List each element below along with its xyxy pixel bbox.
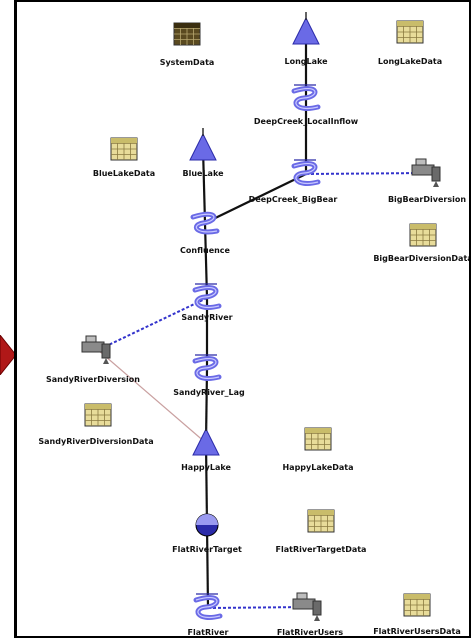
reservoir-icon[interactable]	[189, 128, 217, 161]
node-happy-lake[interactable]: HappyLake	[181, 423, 231, 472]
node-flat-river[interactable]: FlatRiver	[188, 593, 229, 637]
node-system-data[interactable]: SystemData	[160, 22, 215, 67]
diversion-icon[interactable]	[292, 592, 322, 621]
link-sandy-river-diversion-to-happy-lake[interactable]	[97, 349, 207, 444]
node-label: FlatRiverUsers	[277, 628, 344, 637]
node-blue-lake[interactable]: BlueLake	[183, 128, 225, 178]
reach-icon[interactable]	[190, 211, 220, 235]
node-label: SandyRiver	[181, 313, 232, 322]
data-table-icon[interactable]	[409, 223, 437, 247]
link-flat-river-to-flat-river-users[interactable]	[207, 606, 310, 609]
diversion-icon[interactable]	[411, 158, 441, 187]
reservoir-icon[interactable]	[292, 12, 320, 45]
node-long-lake-data[interactable]: LongLakeData	[378, 20, 442, 66]
node-sandy-river-lag[interactable]: SandyRiver_Lag	[173, 354, 245, 397]
node-confluence[interactable]: Confluence	[180, 211, 231, 255]
node-label: BigBearDiversion	[388, 195, 466, 204]
data-table-icon[interactable]	[403, 593, 431, 617]
node-label: FlatRiverTarget	[172, 545, 242, 554]
link-sandy-river-to-sandy-river-diversion[interactable]	[97, 297, 208, 351]
node-label: Confluence	[180, 246, 231, 255]
link-deep-creek-big-bear-to-confluence[interactable]	[204, 173, 307, 224]
node-label: BlueLake	[183, 169, 225, 178]
data-table-icon[interactable]	[84, 403, 112, 427]
node-flat-river-target[interactable]: FlatRiverTarget	[172, 508, 242, 554]
diversion-icon[interactable]	[81, 335, 111, 364]
node-deep-creek-big-bear[interactable]: DeepCreek_BigBear	[249, 159, 338, 204]
node-label: SandyRiverDiversion	[46, 375, 140, 384]
node-long-lake[interactable]: LongLake	[284, 12, 328, 66]
reservoir-icon[interactable]	[192, 423, 220, 456]
link-deep-creek-big-bear-to-big-bear-diversion[interactable]	[305, 172, 429, 175]
reach-icon[interactable]	[291, 159, 321, 186]
node-label: DeepCreek_BigBear	[249, 195, 338, 204]
node-label: FlatRiverUsersData	[373, 627, 461, 636]
node-sandy-river-diversion[interactable]: SandyRiverDiversion	[46, 335, 140, 384]
network-diagram: SystemData LongLake LongLakeDataDeepCreek_…	[38, 12, 469, 637]
node-flat-river-users[interactable]: FlatRiverUsers	[277, 592, 344, 637]
node-label: BigBearDiversionData	[373, 254, 469, 263]
data-table-icon[interactable]	[396, 20, 424, 44]
data-table-icon[interactable]	[304, 427, 332, 451]
node-flat-river-users-data[interactable]: FlatRiverUsersData	[373, 593, 461, 636]
data-table-icon[interactable]	[307, 509, 335, 533]
node-label: BlueLakeData	[93, 169, 155, 178]
node-label: LongLakeData	[378, 57, 442, 66]
node-sandy-river-diversion-data[interactable]: SandyRiverDiversionData	[38, 403, 154, 446]
node-label: SystemData	[160, 58, 215, 67]
collapse-arrow-icon[interactable]	[0, 335, 16, 375]
node-happy-lake-data[interactable]: HappyLakeData	[282, 427, 354, 472]
node-label: SandyRiver_Lag	[173, 388, 245, 397]
node-deep-creek-local-inflow[interactable]: DeepCreek_LocalInflow	[254, 84, 359, 126]
reach-icon[interactable]	[193, 593, 223, 620]
node-label: HappyLake	[181, 463, 231, 472]
target-icon[interactable]	[195, 508, 219, 537]
node-blue-lake-data[interactable]: BlueLakeData	[93, 137, 155, 178]
node-sandy-river[interactable]: SandyRiver	[181, 283, 233, 322]
node-label: FlatRiver	[188, 628, 229, 637]
node-label: HappyLakeData	[282, 463, 353, 472]
node-flat-river-target-data[interactable]: FlatRiverTargetData	[276, 509, 367, 554]
reach-icon[interactable]	[192, 354, 222, 381]
reach-icon[interactable]	[291, 84, 321, 111]
node-big-bear-diversion-data[interactable]: BigBearDiversionData	[373, 223, 469, 263]
data-table-icon[interactable]	[110, 137, 138, 161]
data-table-icon[interactable]	[173, 22, 201, 46]
node-label: SandyRiverDiversionData	[38, 437, 153, 446]
reach-icon[interactable]	[192, 283, 222, 310]
node-label: LongLake	[284, 57, 328, 66]
node-big-bear-diversion[interactable]: BigBearDiversion	[388, 158, 466, 204]
node-label: DeepCreek_LocalInflow	[254, 117, 359, 126]
node-label: FlatRiverTargetData	[276, 545, 367, 554]
